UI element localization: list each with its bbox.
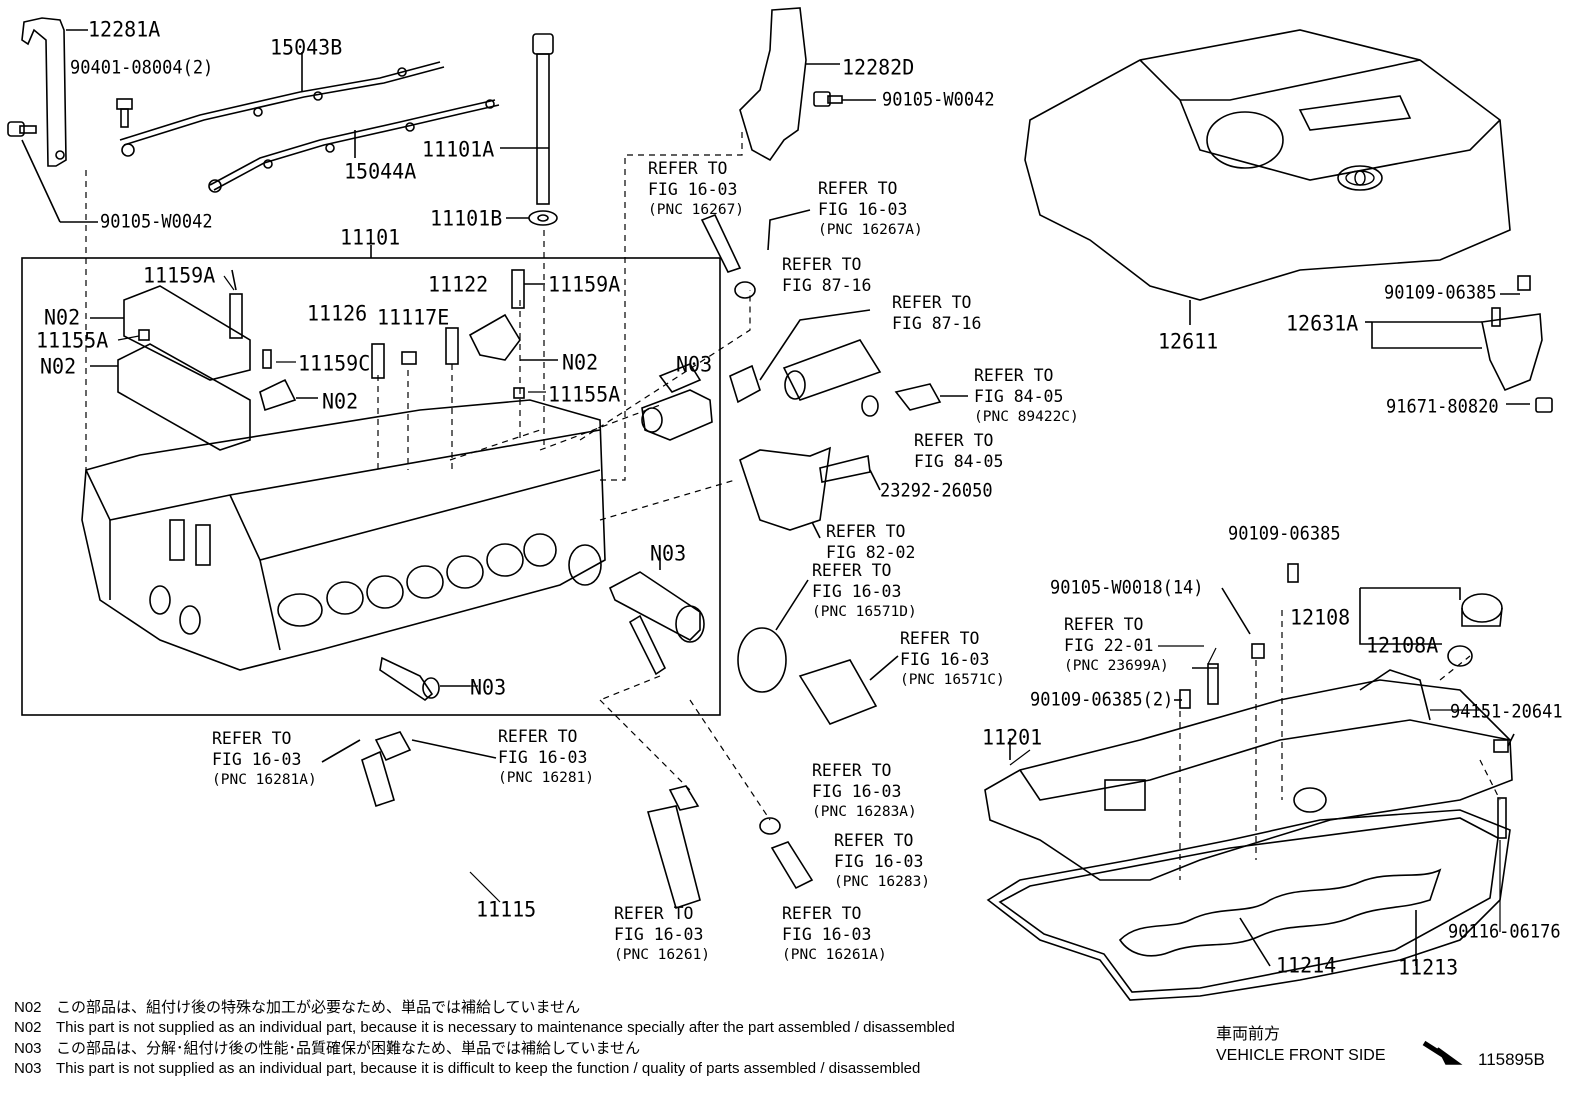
head-cover-11201-drawing (984, 610, 1513, 881)
label-15043B: 15043B (270, 34, 343, 60)
label-11101B: 11101B (430, 205, 503, 231)
oil-cap-12108-drawing (1359, 587, 1503, 667)
cam-caps-drawing (90, 269, 558, 451)
label-90105-w0042-top: 90105-W0042 (882, 89, 995, 111)
label-n03-upper: N03 (676, 351, 713, 377)
label-12108A: 12108A (1366, 632, 1439, 658)
label-94151-20641: 94151-20641 (1450, 701, 1563, 723)
label-12282D: 12282D (842, 54, 915, 80)
label-12611: 12611 (1158, 328, 1219, 354)
label-11117E: 11117E (377, 304, 450, 330)
cylinder-head-group-box (21, 257, 721, 716)
harness-15044A-drawing (208, 99, 500, 193)
harness-15043B-drawing (119, 52, 445, 157)
fitting-n03-bottom-drawing (379, 656, 470, 702)
label-90116-06176: 90116-06176 (1448, 921, 1561, 943)
bracket-12631A-drawing (1365, 275, 1553, 413)
gaskets-11213-11214-drawing (986, 809, 1511, 1001)
label-11201: 11201 (982, 724, 1043, 750)
label-12281A: 12281A (88, 16, 161, 42)
label-n03-middle: N03 (650, 540, 687, 566)
label-90105-w0018: 90105-W0018(14) (1050, 577, 1204, 599)
bracket-12281A-drawing (21, 17, 88, 167)
label-15044A: 15044A (344, 158, 417, 184)
bolt-90401-drawing (116, 98, 133, 128)
label-90401-08004: 90401-08004(2) (70, 57, 214, 79)
label-11115: 11115 (476, 896, 537, 922)
figure-number: 115895B (1478, 1050, 1545, 1069)
bracket-12282D-drawing (739, 7, 876, 162)
bolt-90105-w0042-left-drawing (7, 121, 98, 223)
label-11126: 11126 (307, 300, 368, 326)
label-11101A: 11101A (422, 136, 495, 162)
label-11159C: 11159C (298, 350, 371, 376)
label-11159A-right: 11159A (548, 271, 621, 297)
label-23292-26050: 23292-26050 (880, 480, 993, 502)
engine-cover-12611-drawing (1024, 29, 1511, 325)
label-n02-a: N02 (44, 304, 81, 330)
label-12108: 12108 (1290, 604, 1351, 630)
label-11155A-left: 11155A (36, 327, 109, 353)
cylinder-head-drawing (81, 130, 751, 671)
label-90105-w0042-left: 90105-W0042 (100, 211, 213, 233)
front-arrow-icon (1422, 1040, 1463, 1065)
hoses-center-drawing (321, 209, 968, 910)
label-11155A-right: 11155A (548, 381, 621, 407)
head-bolt-11101A-drawing (500, 33, 558, 226)
studs-bolts-right-drawing (1174, 563, 1515, 839)
label-91671-80820: 91671-80820 (1386, 396, 1499, 418)
label-n03-bottom: N03 (470, 674, 507, 700)
pipe-n03-large-drawing (608, 558, 705, 676)
vehicle-front-side-label: 車両前方 VEHICLE FRONT SIDE (1216, 1026, 1386, 1064)
label-n02-b: N02 (40, 353, 77, 379)
label-11214: 11214 (1276, 952, 1337, 978)
toyota-logo-icon (1345, 170, 1375, 186)
label-90109-06385-top: 90109-06385 (1384, 282, 1497, 304)
label-n02-c: N02 (322, 388, 359, 414)
label-11101: 11101 (340, 224, 401, 250)
label-90109-06385-2: 90109-06385(2) (1030, 689, 1174, 711)
label-11159A-left: 11159A (143, 262, 216, 288)
label-12631A: 12631A (1286, 310, 1359, 336)
connector-n03-upper-drawing (641, 363, 713, 441)
label-11213: 11213 (1398, 954, 1459, 980)
label-11122: 11122 (428, 271, 489, 297)
label-n02-d: N02 (562, 349, 599, 375)
label-90109-06385-mid: 90109-06385 (1228, 523, 1341, 545)
